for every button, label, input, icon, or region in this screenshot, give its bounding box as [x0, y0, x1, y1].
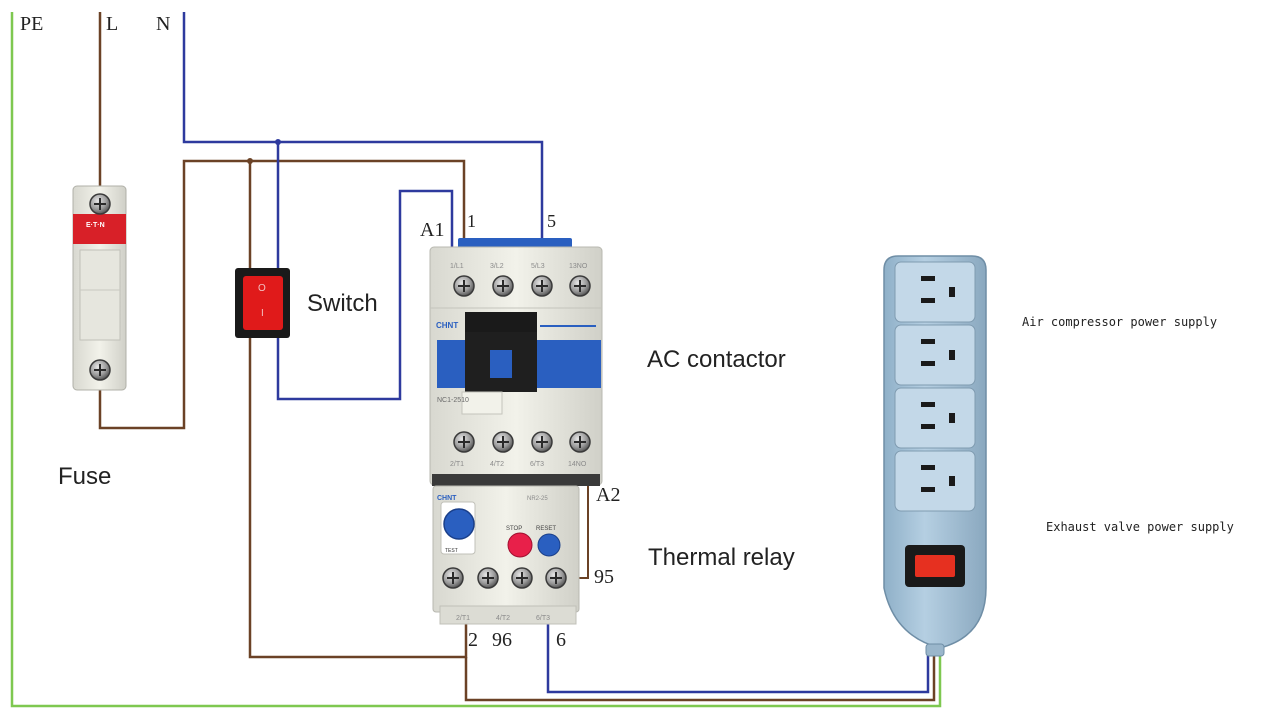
relay-screw-2 [477, 567, 499, 589]
relay-terminal-4t2: 4/T2 [496, 615, 510, 622]
terminal-5-label: 5 [547, 211, 556, 231]
terminal-6-label: 6 [556, 629, 566, 651]
terminal-1-label: 1 [467, 211, 476, 231]
contactor-terminal-14no: 14NO [568, 461, 587, 468]
contactor-screw-bottom-3 [531, 431, 553, 453]
contactor-label: AC contactor [647, 346, 786, 373]
contactor-screw-top-3 [531, 275, 553, 297]
terminal-l-label: L [106, 13, 118, 35]
rocker-switch: O I [235, 268, 290, 338]
relay-screw-4 [545, 567, 567, 589]
contactor-screw-top-2 [492, 275, 514, 297]
contactor-screw-bottom-1 [453, 431, 475, 453]
relay-model: NR2-25 [527, 496, 548, 502]
relay-screw-1 [442, 567, 464, 589]
contactor-screw-bottom-2 [492, 431, 514, 453]
outlet-2 [894, 324, 976, 386]
contactor-terminal-2t1: 2/T1 [450, 461, 464, 468]
fuse-brand: E·T·N [86, 222, 105, 229]
neutral-wire-to-strip [546, 596, 930, 694]
pe-wire [10, 12, 942, 708]
contactor-terminal-4t2: 4/T2 [490, 461, 504, 468]
thermal-relay-label: Thermal relay [648, 544, 795, 571]
relay-terminal-6t3: 6/T3 [536, 615, 550, 622]
contactor-terminal-13no: 13NO [569, 263, 588, 270]
live-wire-to-strip [464, 652, 936, 702]
live-wire-fuse-to-contactor [98, 159, 466, 430]
relay-terminal-2t1: 2/T1 [456, 615, 470, 622]
fuse-holder: E·T·N [72, 185, 127, 391]
terminal-a2-label: A2 [596, 484, 620, 506]
terminal-95-label: 95 [594, 566, 614, 588]
outlet-1 [894, 261, 976, 323]
thermal-relay: CHNT NR2-25 TEST STOP RESET 2/T1 4/T2 6/… [432, 485, 580, 625]
contactor-model: NC1-2510 [437, 397, 469, 404]
relay-stop-label: STOP [506, 526, 522, 532]
switch-on-mark: O [258, 283, 266, 294]
live-wire-to-relay-96 [248, 161, 468, 659]
power-strip [883, 255, 987, 657]
contactor-screw-top-1 [453, 275, 475, 297]
neutral-wire-to-contactor [182, 12, 544, 282]
terminal-pe-label: PE [20, 13, 43, 35]
contactor-terminal-1l1: 1/L1 [450, 263, 464, 270]
switch-to-a1-wire [276, 189, 454, 401]
terminal-n-label: N [156, 13, 170, 35]
fuse-top-screw [89, 193, 111, 215]
outlet-4 [894, 450, 976, 512]
terminal-96-label: 96 [492, 629, 512, 651]
contactor-terminal-6t3: 6/T3 [530, 461, 544, 468]
fuse-bottom-screw [89, 359, 111, 381]
terminal-2-label: 2 [468, 629, 478, 651]
terminal-a1-label: A1 [420, 219, 444, 241]
exhaust-valve-supply-label: Exhaust valve power supply [1046, 520, 1234, 534]
contactor-screw-top-4 [569, 275, 591, 297]
fuse-label: Fuse [58, 463, 111, 490]
contactor-terminal-5l3: 5/L3 [531, 263, 545, 270]
contactor-terminal-3l2: 3/L2 [490, 263, 504, 270]
relay-test-label: TEST [445, 548, 458, 554]
ac-contactor: 1/L1 3/L2 5/L3 13NO CHNT NC1-2510 2/T1 4… [429, 238, 603, 486]
relay-reset-label: RESET [536, 526, 556, 532]
contactor-screw-bottom-4 [569, 431, 591, 453]
outlet-3 [894, 387, 976, 449]
switch-label: Switch [307, 290, 378, 317]
relay-screw-3 [511, 567, 533, 589]
junction-dot [275, 139, 281, 145]
relay-brand: CHNT [437, 495, 457, 502]
air-compressor-supply-label: Air compressor power supply [1022, 315, 1217, 329]
switch-off-mark: I [261, 308, 264, 319]
junction-dot [247, 158, 253, 164]
contactor-brand: CHNT [436, 321, 458, 330]
